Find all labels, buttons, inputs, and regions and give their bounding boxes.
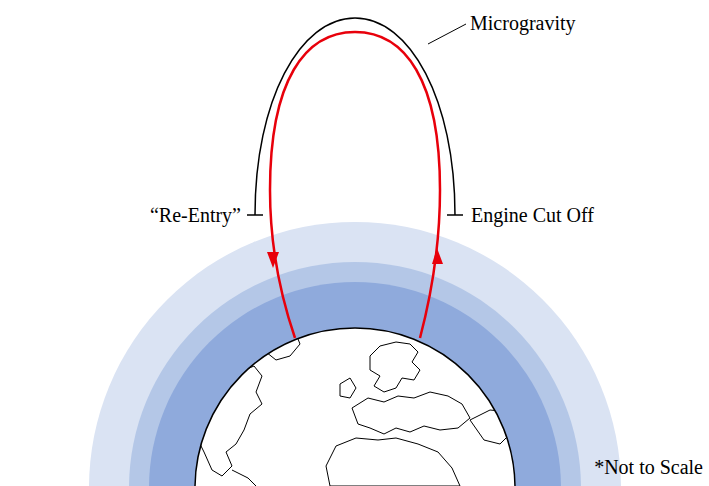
inner-atmosphere xyxy=(149,282,561,486)
asia-edge xyxy=(470,410,514,444)
continents xyxy=(196,332,514,486)
leader-line xyxy=(428,24,466,44)
scale-note: *Not to Scale xyxy=(594,456,703,478)
arrowhead-down xyxy=(267,252,279,268)
bracket-tick xyxy=(247,214,263,216)
arrowhead-up xyxy=(432,248,443,264)
outer-atmosphere xyxy=(89,222,621,486)
bracket-tick xyxy=(447,214,463,216)
europe xyxy=(352,392,470,434)
central-america xyxy=(232,470,256,486)
callout-label: “Re-Entry” xyxy=(150,204,241,226)
earth xyxy=(195,328,515,486)
callout-label: Microgravity xyxy=(470,12,576,34)
microgravity-arch xyxy=(255,18,455,215)
trajectory xyxy=(270,32,440,338)
north-america xyxy=(196,366,262,476)
callout-label: Engine Cut Off xyxy=(471,204,594,226)
britain xyxy=(340,378,356,398)
africa xyxy=(326,438,460,486)
middle-atmosphere xyxy=(129,262,581,486)
scandinavia xyxy=(370,342,420,392)
